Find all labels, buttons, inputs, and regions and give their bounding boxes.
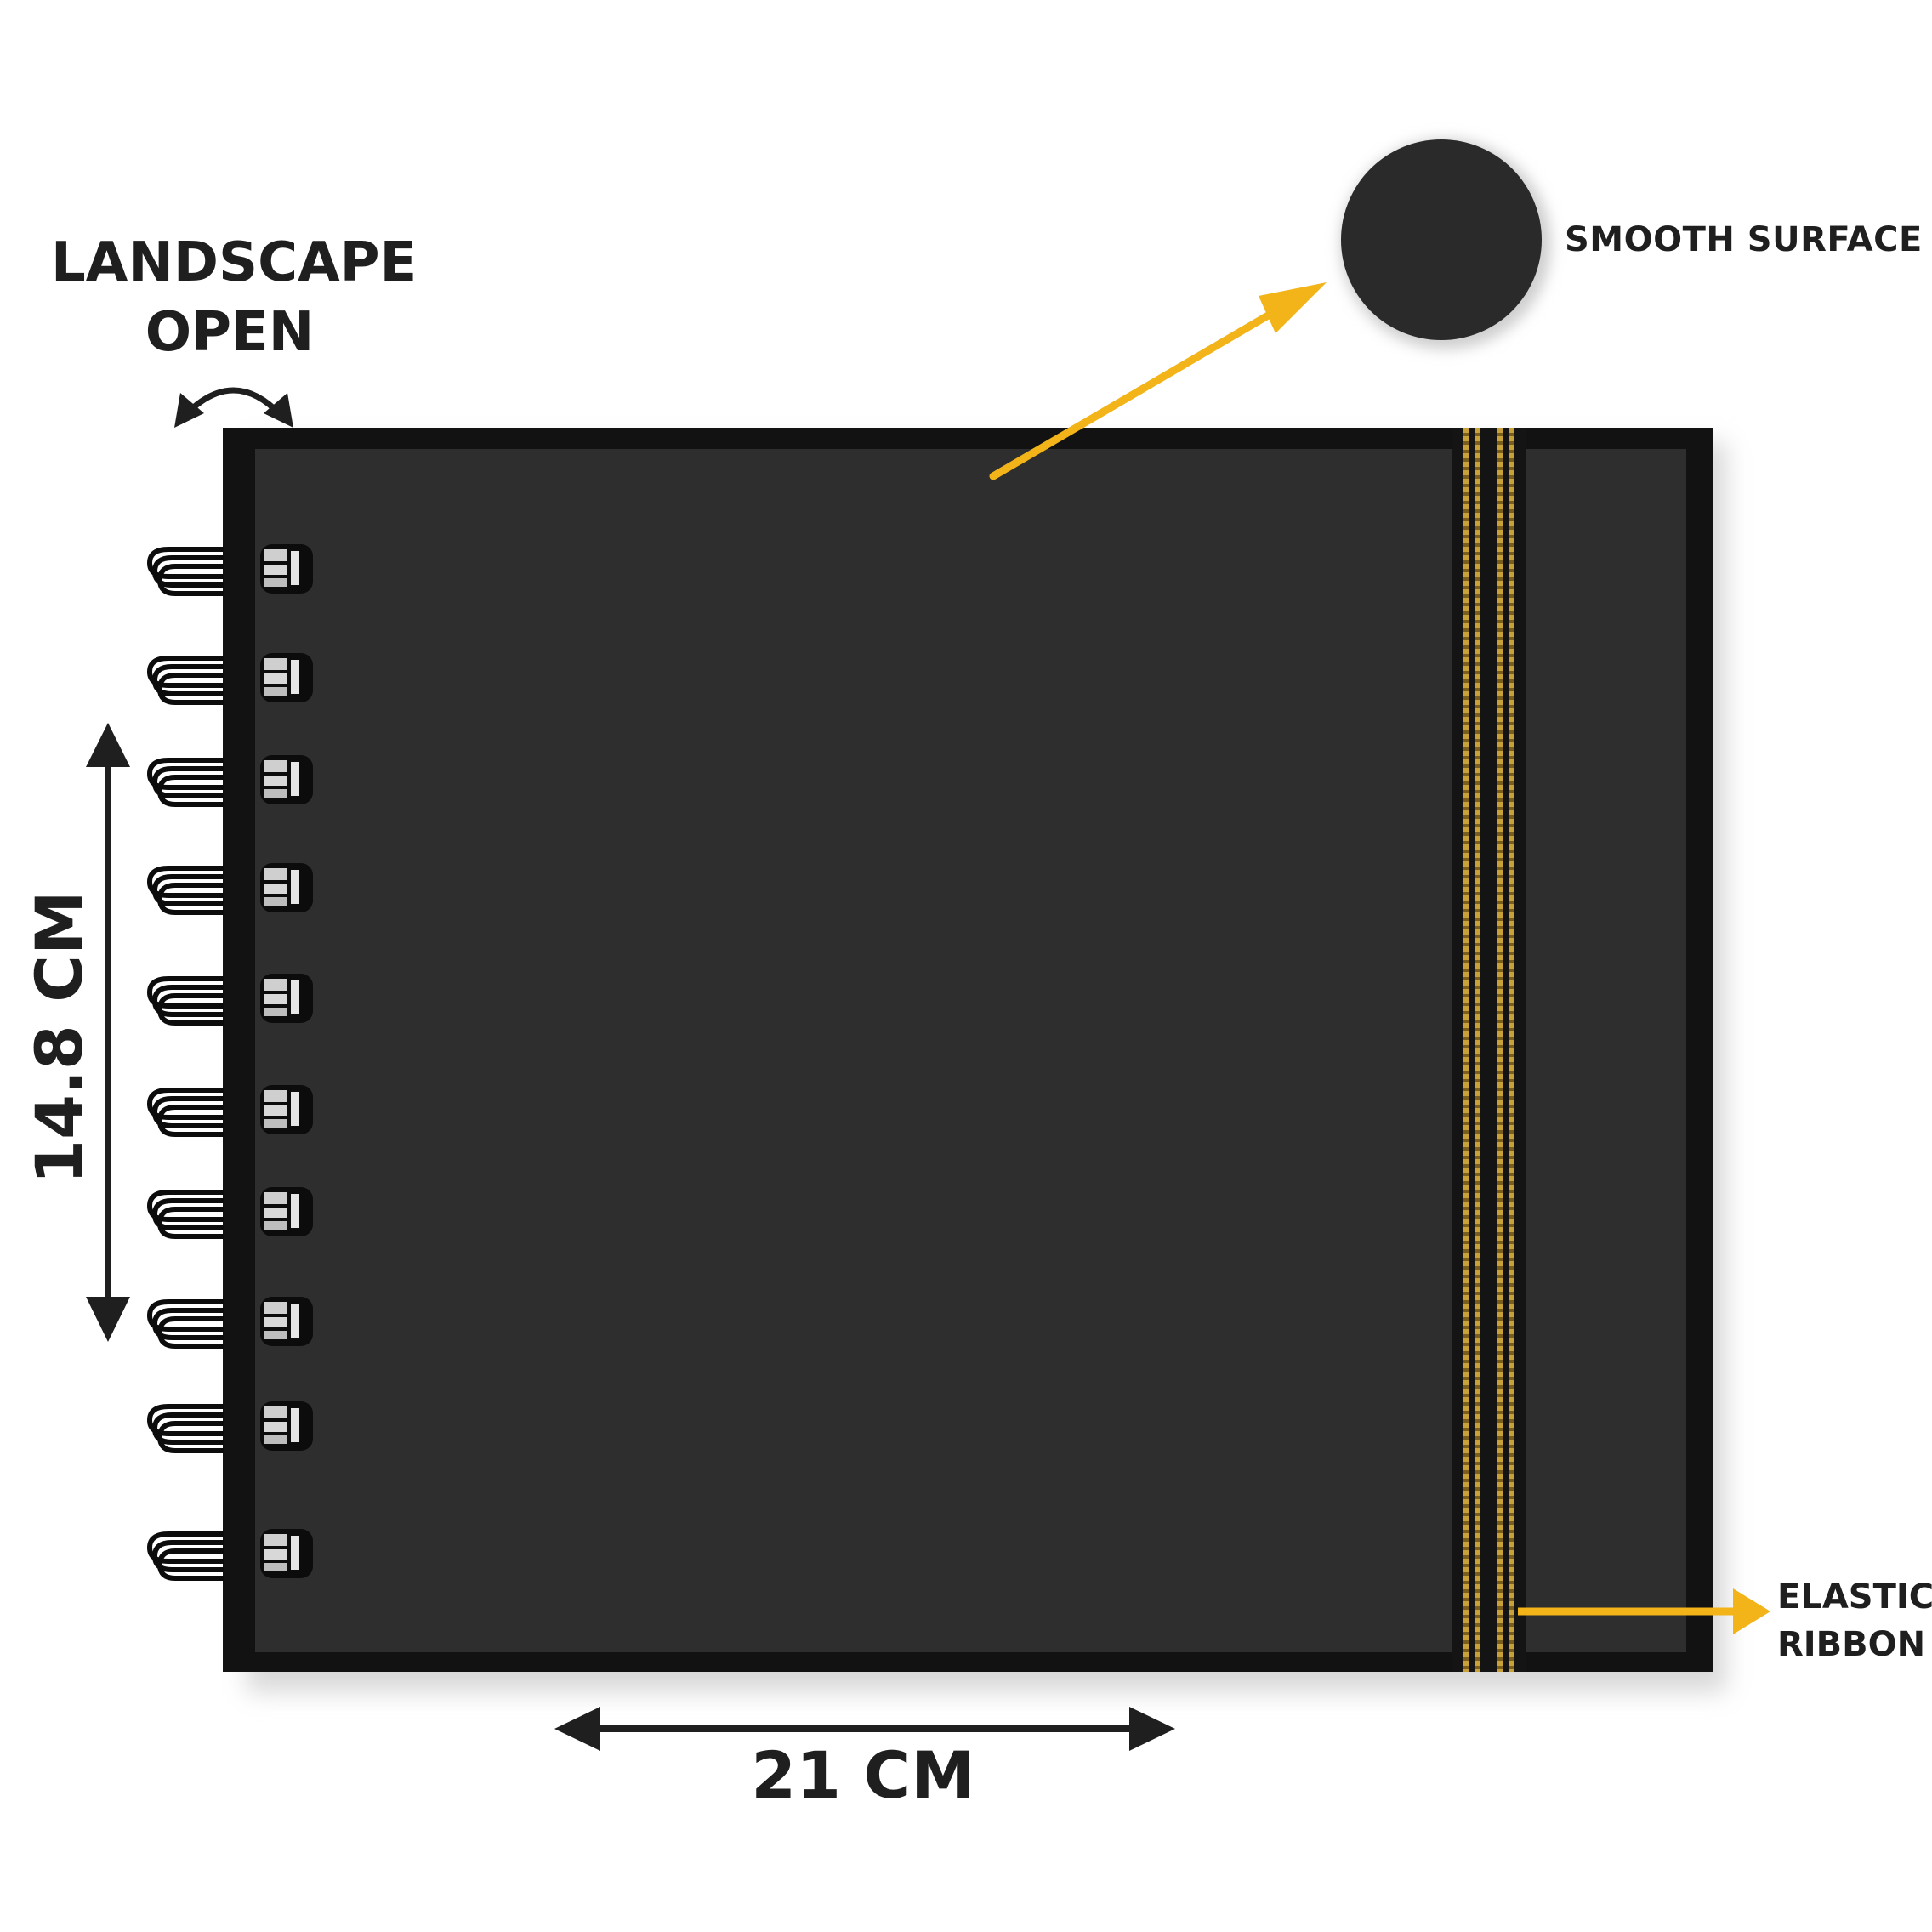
spiral-ring [143,1290,321,1354]
spiral-ring [143,537,321,601]
spiral-ring [143,967,321,1031]
spiral-ring [143,1180,321,1244]
band-stripe [1475,428,1480,1672]
landscape-label-line2: OPEN [145,301,315,364]
landscape-label-line1: LANDSCAPE [51,231,418,294]
elastic-label-line2: RIBBON [1777,1625,1926,1664]
notebook-page [255,449,1686,1652]
surface-arrow [989,282,1327,480]
spiral-ring [143,1395,321,1458]
elastic-arrow [1518,1588,1770,1634]
height-dimension-arrow [86,723,130,1342]
spiral-ring [143,1522,321,1586]
smooth-surface-swatch [1341,139,1542,340]
landscape-open-label: LANDSCAPE OPEN [51,228,418,367]
width-dimension-arrow [554,1707,1175,1751]
spiral-ring [143,748,321,812]
elastic-ribbon-band [1452,428,1526,1672]
height-dimension-label: 14.8 CM [21,890,97,1185]
band-stripe [1497,428,1503,1672]
elastic-ribbon-label: ELASTIC RIBBON [1777,1573,1932,1668]
spiral-ring [143,1078,321,1142]
spiral-ring [143,646,321,710]
band-stripe [1463,428,1469,1672]
spiral-ring [143,856,321,920]
width-dimension-label: 21 CM [751,1737,975,1813]
band-stripe [1509,428,1514,1672]
smooth-surface-label: SMOOTH SURFACE [1565,220,1923,259]
landscape-open-arrow [174,387,293,428]
elastic-label-line1: ELASTIC [1777,1577,1932,1617]
